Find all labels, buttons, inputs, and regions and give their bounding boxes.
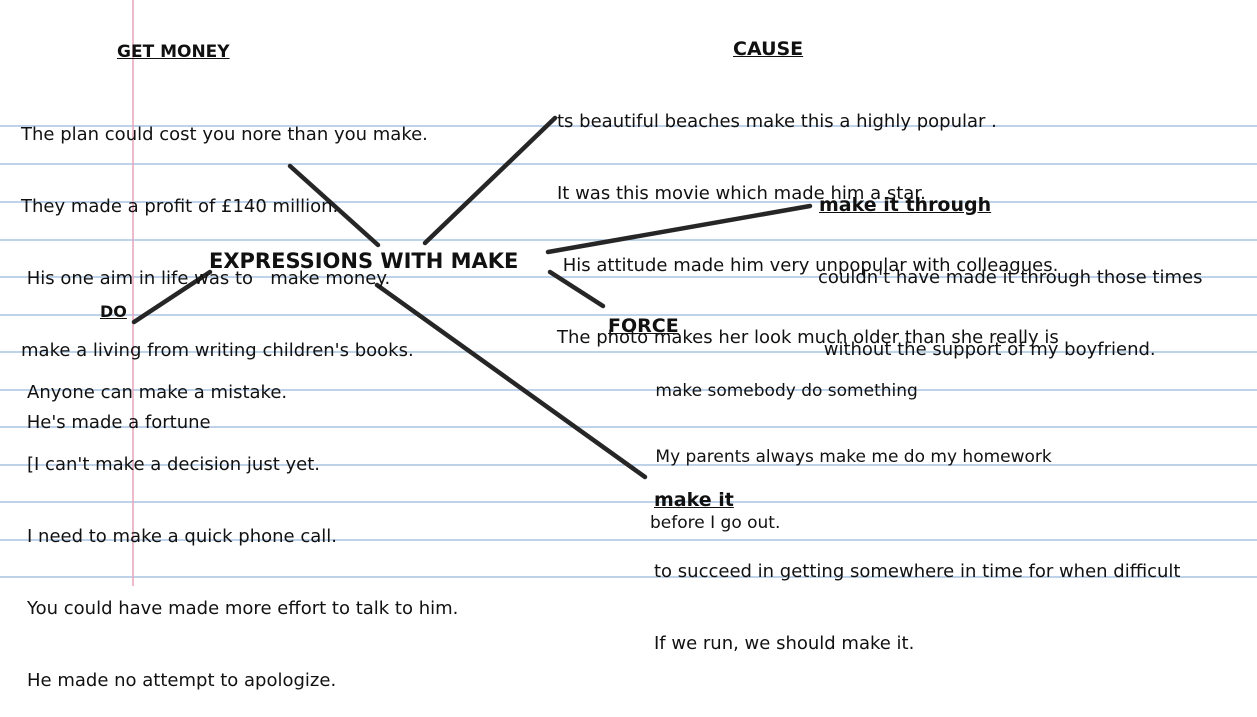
example-line: They made a profit of £140 million. (21, 196, 339, 217)
connector-force (547, 269, 606, 309)
connectors (131, 115, 813, 480)
ruled-lines (0, 125, 1257, 578)
make-it-examples: to succeed in getting somewhere in time … (654, 512, 1181, 680)
force-heading: FORCE (608, 315, 679, 337)
do-heading: DO (100, 302, 127, 321)
example-line: without the support of my boyfriend. (818, 339, 1156, 360)
example-line: He made no attempt to apologize. (27, 670, 337, 691)
connector-do (131, 269, 213, 325)
get-money-heading: GET MONEY (117, 42, 230, 62)
example-line: I need to make a quick phone call. (27, 526, 337, 547)
example-line: It was this movie which made him a star. (557, 183, 926, 204)
example-line: before I go out. (650, 513, 781, 533)
example-line: If we run, we should make it. (654, 633, 915, 654)
example-line: [I can't make a decision just yet. (27, 454, 321, 475)
connector-make-it (374, 282, 648, 480)
make-it-through-heading: make it through (819, 194, 992, 216)
connector-make-it-through (545, 203, 813, 255)
make-it-through-examples: couldn't have made it through those time… (818, 218, 1202, 386)
example-line: make somebody do something (650, 381, 918, 401)
do-examples: Anyone can make a mistake. [I can't make… (27, 333, 458, 717)
example-line: My parents always make me do my homework (650, 447, 1052, 467)
example-line: You could have made more effort to talk … (27, 598, 459, 619)
connector-get-money (287, 163, 381, 248)
get-money-examples: The plan could cost you nore than you ma… (21, 75, 428, 459)
cause-examples: ts beautiful beaches make this a highly … (557, 62, 1059, 374)
example-line: couldn't have made it through those time… (818, 267, 1203, 288)
example-line: He's made a fortune (21, 412, 211, 433)
example-line: His one aim in life was to make money. (21, 268, 391, 289)
example-line: Anyone can make a mistake. (27, 382, 288, 403)
example-line: His attitude made him very unpopular wit… (557, 255, 1059, 276)
example-line: make a living from writing children's bo… (21, 340, 414, 361)
cause-heading: CAUSE (733, 38, 804, 60)
connector-cause (422, 115, 558, 246)
force-examples: make somebody do something My parents al… (650, 336, 1052, 556)
example-line: The plan could cost you nore than you ma… (21, 124, 428, 145)
example-line: ts beautiful beaches make this a highly … (557, 111, 997, 132)
example-line: The photo makes her look much older than… (557, 327, 1059, 348)
notebook-paper (0, 0, 1257, 586)
center-title: EXPRESSIONS WITH MAKE (209, 249, 519, 273)
example-line: to succeed in getting somewhere in time … (654, 561, 1181, 582)
make-it-heading: make it (654, 489, 734, 511)
